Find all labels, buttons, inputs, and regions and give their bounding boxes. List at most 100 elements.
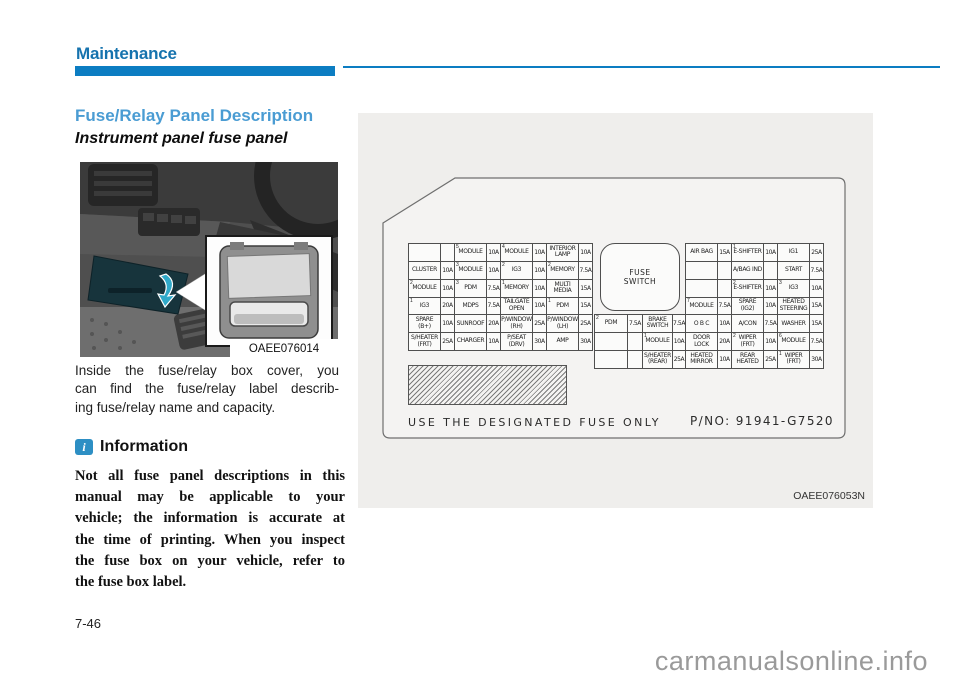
figure-caption: OAEE076053N xyxy=(793,490,865,502)
info-line: the fuse box label. xyxy=(75,574,187,591)
fuse-cover-inset xyxy=(205,235,333,347)
header-accent-bar xyxy=(75,66,335,76)
fuse-amp-cell: 15A xyxy=(810,297,824,316)
fuse-diagram: FUSE SWITCH USE THE DESIGNATED FUSE ONLY… xyxy=(358,113,873,508)
fuse-label-cell: O B C xyxy=(686,315,718,334)
fuse-label-cell: HEATED STEERING xyxy=(778,297,810,316)
fuse-amp-cell: 15A xyxy=(810,315,824,334)
fuse-amp-cell: 7.5A xyxy=(764,315,778,334)
fuse-label-cell: SUNROOF xyxy=(455,315,487,334)
fuse-label-cell: CHARGER xyxy=(455,333,487,352)
info-line: vehicle; the information is accurate at xyxy=(75,510,345,527)
fuse-amp-cell: 10A xyxy=(764,244,778,262)
fuse-amp-cell: 10A xyxy=(533,297,547,316)
floor-mat-icon xyxy=(90,318,136,350)
info-line: Not all fuse panel descriptions in this xyxy=(75,468,345,484)
fuse-amp-cell: 25A xyxy=(441,333,455,352)
fuse-amp-cell: 7.5A xyxy=(487,279,501,298)
fuse-amp-cell xyxy=(718,279,732,298)
fuse-label-cell: CLUSTER xyxy=(409,261,441,280)
dashboard-photo-illustration: OAEE076014 xyxy=(80,162,338,357)
fuse-label-cell: S/HEATER (FRT) xyxy=(409,333,441,352)
fuse-amp-cell: 7.5A xyxy=(579,261,593,280)
info-line: the fuse box on your vehicle, refer to xyxy=(75,552,345,569)
fuse-amp-cell xyxy=(628,332,643,351)
fuse-amp-cell: 10A xyxy=(533,261,547,280)
fuse-amp-cell: 30A xyxy=(810,351,824,369)
fuse-label-cell: P/WINDOW (RH) xyxy=(501,315,533,334)
fuse-amp-cell: 10A xyxy=(764,333,778,352)
fuse-amp-cell: 7.5A xyxy=(810,333,824,352)
intro-line: can find the fuse/relay label describ- xyxy=(75,381,339,397)
fuse-amp-cell xyxy=(764,261,778,280)
fuse-amp-cell: 10A xyxy=(764,279,778,298)
fuse-amp-cell: 10A xyxy=(579,244,593,262)
info-line: manual may be applicable to your xyxy=(75,489,345,506)
chapter-title: Maintenance xyxy=(76,44,177,63)
information-icon: i xyxy=(75,439,93,455)
section-subtitle: Instrument panel fuse panel xyxy=(75,130,288,147)
fuse-amp-cell: 10A xyxy=(533,244,547,262)
fuse-label-cell: START xyxy=(778,261,810,280)
fuse-label-cell xyxy=(686,279,718,298)
fuse-label-cell: AMP xyxy=(547,333,579,352)
fuse-label-cell: REAR HEATED xyxy=(732,351,764,369)
fuse-amp-cell: 7.5A xyxy=(810,261,824,280)
info-line: the time of printing. When you inspect xyxy=(75,531,345,548)
switch-panel-icon xyxy=(138,208,200,236)
fuse-label-cell: BRAKE SWITCH xyxy=(643,315,673,333)
fuse-label-cell: IG1 xyxy=(778,244,810,262)
hatched-area xyxy=(408,365,567,405)
fuse-amp-cell: 10A xyxy=(533,279,547,298)
fuse-amp-cell xyxy=(441,244,455,262)
fuse-amp-cell: 10A xyxy=(487,333,501,352)
fuse-label-cell: MULTI MEDIA xyxy=(547,279,579,298)
fuse-label-cell: SPARE (IG2) xyxy=(732,297,764,316)
fuse-amp-cell: 10A xyxy=(764,297,778,316)
steering-wheel-icon xyxy=(254,162,338,240)
page-number: 7-46 xyxy=(75,616,102,631)
intro-line: ing fuse/relay name and capacity. xyxy=(75,399,276,415)
fuse-label-cell: MDPS xyxy=(455,297,487,316)
fuse-amp-cell: 15A xyxy=(579,297,593,316)
fuse-amp-cell: 10A xyxy=(487,261,501,280)
fuse-label-cell: TAILGATE OPEN xyxy=(501,297,533,316)
fuse-label-cell xyxy=(595,332,628,351)
air-vent-icon xyxy=(88,164,158,206)
section-title: Fuse/Relay Panel Description xyxy=(75,106,314,125)
fuse-amp-cell: 10A xyxy=(441,279,455,298)
fuse-label-cell xyxy=(686,261,718,280)
intro-paragraph: Inside the fuse/relay box cover, you can… xyxy=(75,362,339,417)
information-paragraph: Not all fuse panel descriptions in this … xyxy=(75,466,345,593)
header-rule xyxy=(343,66,940,68)
open-direction-arrow-icon xyxy=(156,273,177,309)
fuse-amp-cell: 10A xyxy=(487,244,501,262)
fuse-amp-cell xyxy=(628,350,643,369)
fuse-label-cell: A/BAG IND xyxy=(732,261,764,280)
fuse-amp-cell xyxy=(718,261,732,280)
fuse-amp-cell: 20A xyxy=(441,297,455,316)
intro-line: Inside the fuse/relay box cover, you xyxy=(75,363,339,378)
fuse-amp-cell: 10A xyxy=(718,315,732,334)
fuse-label-cell: A/CON xyxy=(732,315,764,334)
fuse-label-cell: SPARE (B+) xyxy=(409,315,441,334)
fuse-label-cell: DOOR LOCK xyxy=(686,333,718,352)
fuse-amp-cell: 10A xyxy=(441,261,455,280)
fuse-amp-cell: 30A xyxy=(579,333,593,352)
fuse-amp-cell: 15A xyxy=(579,279,593,298)
